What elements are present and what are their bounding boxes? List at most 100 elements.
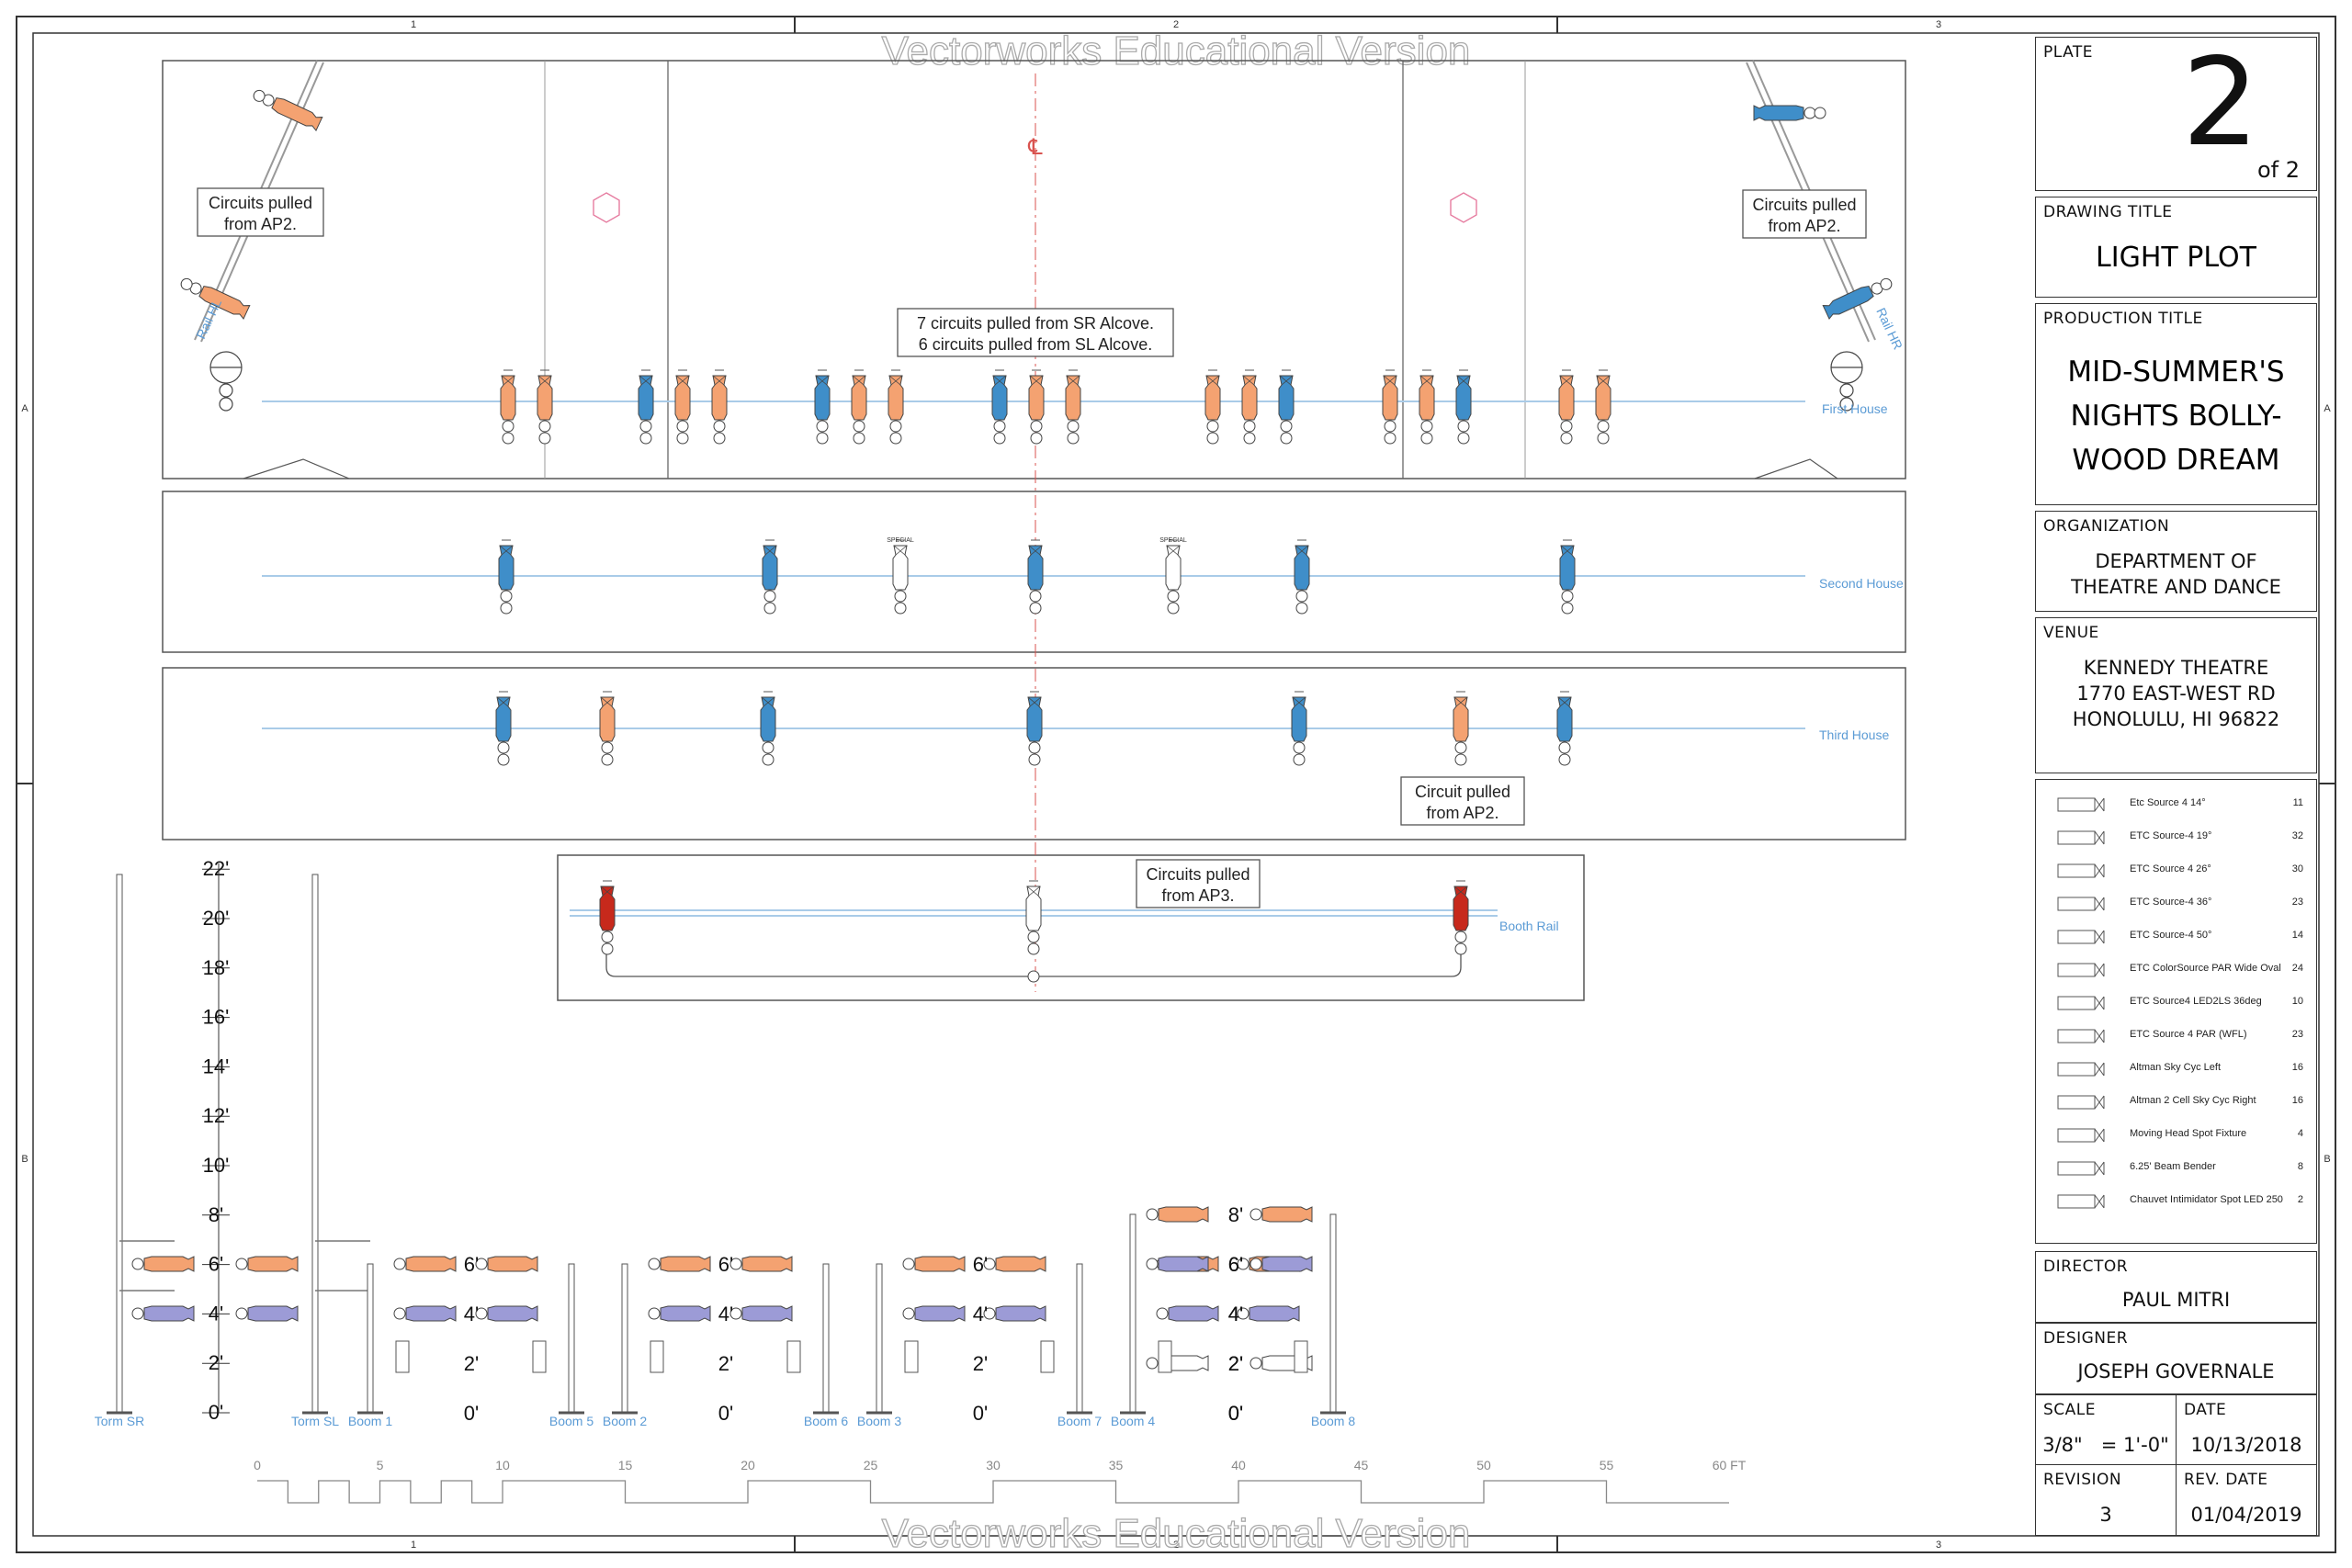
- grid-labels: 1 2 3 1 2 3 A B A B: [21, 19, 2331, 1551]
- ellipsoidal-36-icon: [2052, 890, 2109, 918]
- svg-text:Circuit pulled: Circuit pulled: [1415, 783, 1510, 801]
- svg-text:from AP3.: from AP3.: [1161, 886, 1234, 905]
- first-house-fixture: [638, 369, 654, 445]
- legend-fixture-name: ETC Source4 LED2LS 36deg: [2130, 996, 2262, 1007]
- scale-bar-label: 5: [377, 1458, 384, 1472]
- height-label: 4': [209, 1302, 223, 1325]
- production-title-line-3: WOOD DREAM: [2072, 444, 2280, 477]
- boom-label: Boom 6: [804, 1414, 848, 1428]
- scale-bar-label: 25: [864, 1458, 878, 1472]
- legend-fixture-count: 23: [2291, 897, 2303, 908]
- boom-fixture: [393, 1305, 457, 1322]
- label-rail-sr: Rail HL: [193, 297, 224, 342]
- boom-par-fixture: [904, 1340, 919, 1373]
- ellipsoidal-26-icon: [2052, 857, 2109, 885]
- moving-head-sl: [1830, 351, 1863, 412]
- label-rail-sl: Rail HR: [1873, 306, 1905, 352]
- torm-sr-fixture: [131, 1305, 195, 1322]
- cyc-right-icon: [2052, 1089, 2109, 1116]
- watermark-bottom: Vectorworks Educational Version: [882, 1511, 1471, 1556]
- third-house-fixture: [1556, 691, 1573, 766]
- boom-label: Boom 8: [1311, 1414, 1355, 1428]
- boom-label: Boom 2: [603, 1414, 647, 1428]
- boom8-fixture: [1250, 1206, 1313, 1223]
- first-house-fixture: [1241, 369, 1258, 445]
- hex-marker-sr: [593, 192, 620, 223]
- booth-cable-node: [1027, 970, 1040, 983]
- venue-box: VENUE KENNEDY THEATRE 1770 EAST-WEST RD …: [2035, 617, 2317, 773]
- boom-height-label: 4': [1228, 1303, 1243, 1325]
- booth-panel: [557, 854, 1585, 1001]
- boom-fixture: [983, 1305, 1046, 1322]
- third-house-fixture: [760, 691, 776, 766]
- third-house-fixture: [599, 691, 616, 766]
- organization-caption: ORGANIZATION: [2043, 517, 2170, 536]
- legend-fixture-count: 16: [2291, 1062, 2303, 1073]
- second-house-fixture: [892, 539, 909, 615]
- centerline-symbol: ℄: [1027, 135, 1043, 160]
- boom-par-fixture: [1040, 1340, 1055, 1373]
- boom-height-label: 2': [973, 1352, 988, 1375]
- boom4-fixture: [1146, 1256, 1209, 1272]
- height-label: 16': [203, 1006, 230, 1029]
- third-house-fixture: [1291, 691, 1307, 766]
- boom-fixture: [1237, 1305, 1300, 1322]
- svg-text:6 circuits pulled from SL Alco: 6 circuits pulled from SL Alcove.: [919, 335, 1152, 354]
- boom-section: 6'4'2'0'6'4'2'0'6'4'2'0'6'4'2'0'8'6'4'2'…: [95, 874, 1355, 1428]
- beam-bender-icon: [2052, 1155, 2109, 1182]
- par-wfl-icon: [2052, 1022, 2109, 1050]
- legend-fixture-count: 8: [2297, 1161, 2303, 1172]
- legend-fixture-count: 16: [2291, 1095, 2303, 1106]
- boom4-fixture: [1146, 1355, 1209, 1371]
- boom-label: Boom 1: [348, 1414, 392, 1428]
- legend-row: ETC Source-4 36°23: [2052, 888, 2309, 919]
- legend-fixture-count: 2: [2297, 1194, 2303, 1205]
- third-house-fixture: [1026, 691, 1043, 766]
- director-caption: DIRECTOR: [2043, 1258, 2129, 1276]
- venue-caption: VENUE: [2043, 624, 2099, 642]
- watermark-top: Vectorworks Educational Version: [882, 28, 1471, 73]
- designer-caption: DESIGNER: [2043, 1329, 2129, 1348]
- position-labels: First House Second House Third House Boo…: [193, 297, 1905, 933]
- production-title-box: PRODUCTION TITLE MID-SUMMER'S NIGHTS BOL…: [2035, 303, 2317, 505]
- organization-box: ORGANIZATION DEPARTMENT OF THEATRE AND D…: [2035, 511, 2317, 612]
- legend-fixture-name: ETC ColorSource PAR Wide Oval: [2130, 963, 2281, 974]
- first-house-fixture: [1455, 369, 1472, 445]
- first-house-fixture: [1028, 369, 1045, 445]
- venue-line-2: 1770 EAST-WEST RD: [2076, 682, 2276, 705]
- legend-fixture-count: 32: [2291, 830, 2303, 841]
- second-house-fixture: [1559, 539, 1576, 615]
- legend-row: ETC Source-4 19°32: [2052, 822, 2309, 853]
- height-label: 20': [203, 907, 230, 930]
- legend-fixture-count: 30: [2291, 863, 2303, 874]
- date-value: 10/13/2018: [2190, 1434, 2302, 1456]
- boom-fixture: [475, 1305, 538, 1322]
- boom-height-label: 0': [718, 1402, 733, 1425]
- plate-box: PLATE 2 of 2: [2035, 32, 2317, 191]
- legend-fixture-name: Altman Sky Cyc Left: [2130, 1062, 2222, 1073]
- legend-fixture-name: Chauvet Intimidator Spot LED 250: [2130, 1194, 2283, 1205]
- boom-height-label: 6': [1228, 1253, 1243, 1276]
- boom-fixture: [983, 1256, 1046, 1272]
- first-house-fixture: [1204, 369, 1221, 445]
- legend-fixture-name: ETC Source 4 26°: [2130, 863, 2211, 874]
- first-house-fixture: [1419, 369, 1435, 445]
- boom8-fixture: [1250, 1256, 1313, 1272]
- svg-text:from AP2.: from AP2.: [1768, 217, 1840, 235]
- legend-fixture-count: 14: [2291, 930, 2303, 941]
- boom-par-fixture: [1294, 1340, 1308, 1373]
- height-label: 0': [209, 1401, 223, 1424]
- torm-sl-fixture: [235, 1305, 299, 1322]
- scale-bar-label: 20: [741, 1458, 755, 1472]
- height-label: 12': [203, 1104, 230, 1127]
- first-house-fixture: [500, 369, 516, 445]
- legend-fixture-count: 11: [2292, 797, 2303, 808]
- plate-number: 2: [2182, 32, 2259, 174]
- grid-col-1-bottom: 1: [411, 1540, 416, 1551]
- rev-date-value: 01/04/2019: [2190, 1504, 2302, 1526]
- second-house-fixture: [762, 539, 778, 615]
- height-label: 22': [203, 857, 230, 880]
